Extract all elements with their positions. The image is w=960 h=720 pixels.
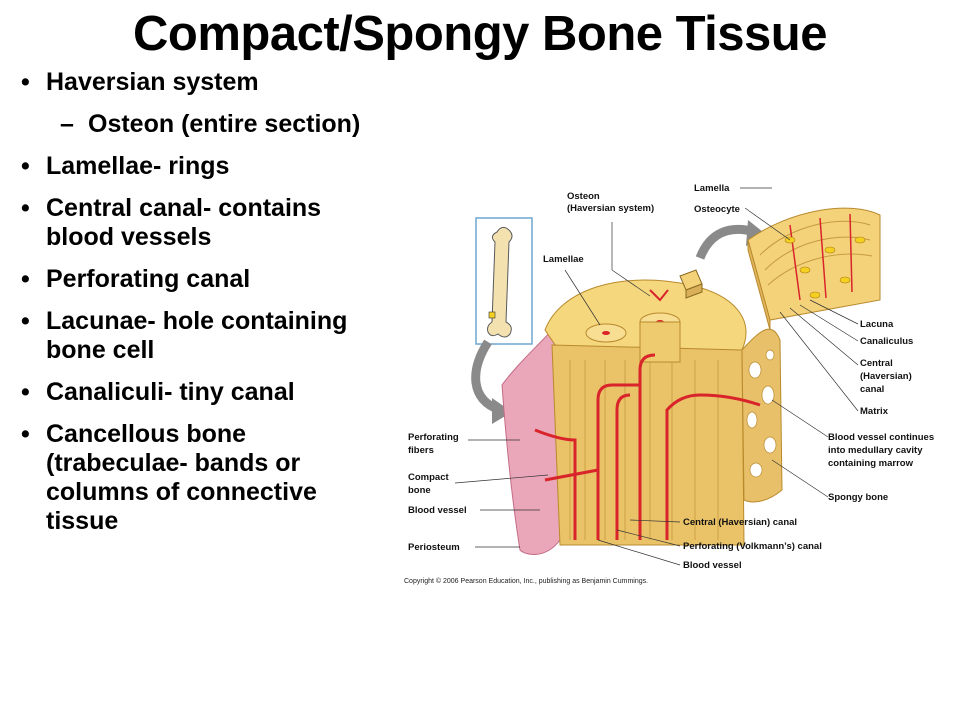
leader-lines [454, 187, 859, 566]
arrow-head-inset-icon [492, 398, 512, 424]
label-blood-vessel-left: Blood vessel [408, 505, 467, 516]
label-lamellae: Lamellae [543, 254, 584, 265]
osteon-cylinders [585, 289, 681, 363]
label-osteocyte: Osteocyte [694, 204, 740, 215]
periosteum-layer [501, 319, 561, 555]
long-bone-inset [475, 217, 533, 345]
bullet-list: Haversian system Osteon (entire section)… [18, 68, 378, 549]
label-compact-bone: bone [408, 485, 431, 496]
label-blood-vessel-bottom: Blood vessel [683, 560, 742, 571]
magnified-osteon [747, 207, 881, 331]
label-lacuna: Lacuna [860, 319, 894, 330]
bone-fragment-cube [679, 269, 703, 299]
label-compact: Compact [408, 472, 449, 483]
sub-bullet-osteon: Osteon (entire section) [18, 110, 378, 139]
bullet-cancellous-bone: Cancellous bone (trabeculae- bands or co… [18, 420, 378, 536]
label-osteon: Osteon [567, 191, 600, 202]
label-perforating-fibers-2: fibers [408, 445, 434, 456]
label-central-canal: canal [860, 384, 884, 395]
label-lamella: Lamella [694, 183, 730, 194]
diagram-labels: Osteon (Haversian system) Lamella Osteoc… [404, 183, 934, 585]
bone-tissue-diagram: Osteon (Haversian system) Lamella Osteoc… [404, 183, 934, 585]
label-matrix: Matrix [860, 406, 889, 417]
label-central-haversian: (Haversian) [860, 371, 912, 382]
bullet-perforating-canal: Perforating canal [18, 265, 378, 294]
label-central: Central [860, 358, 893, 369]
label-bv-continues-2: into medullary cavity [828, 445, 923, 456]
arrow-inset-to-section-icon [471, 339, 502, 415]
label-spongy-bone: Spongy bone [828, 492, 888, 503]
compact-bone-front [551, 344, 745, 546]
label-osteon-sub: (Haversian system) [567, 203, 654, 214]
blood-vessels [534, 353, 761, 540]
label-central-haversian-canal: Central (Haversian) canal [683, 517, 797, 528]
page-title: Compact/Spongy Bone Tissue [133, 7, 827, 61]
bullet-central-canal: Central canal- contains blood vessels [18, 194, 378, 252]
label-bv-continues: Blood vessel continues [828, 432, 934, 443]
label-perforating-volkmann: Perforating (Volkmann’s) canal [683, 541, 822, 552]
label-bv-continues-3: containing marrow [828, 458, 914, 469]
bullet-lacunae: Lacunae- hole containing bone cell [18, 307, 378, 365]
bullet-canaliculi: Canaliculi- tiny canal [18, 378, 378, 407]
copyright-note: Copyright © 2006 Pearson Education, Inc.… [404, 577, 648, 585]
label-canaliculus: Canaliculus [860, 336, 913, 347]
bullet-lamellae: Lamellae- rings [18, 152, 378, 181]
label-periosteum: Periosteum [408, 542, 460, 553]
label-perforating-fibers: Perforating [408, 432, 459, 443]
bullet-haversian-system: Haversian system [18, 68, 378, 97]
